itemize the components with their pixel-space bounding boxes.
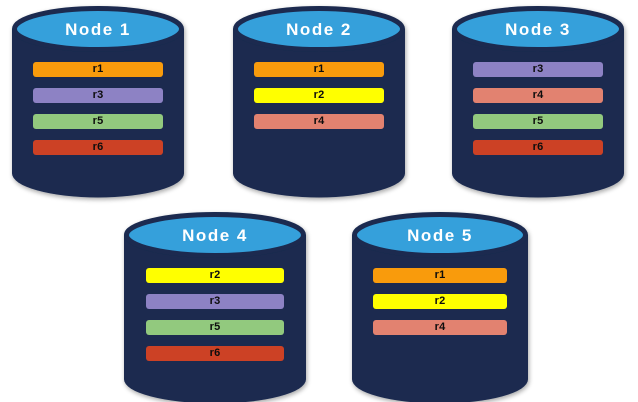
replica-label: r5 xyxy=(532,115,544,127)
replica-stack: r1 r2 r4 xyxy=(233,62,405,140)
replica-label: r6 xyxy=(209,347,221,359)
replica-label: r5 xyxy=(209,321,221,333)
replica-bar-r1[interactable]: r1 xyxy=(32,62,164,77)
replica-bar-r5[interactable]: r5 xyxy=(472,114,604,129)
replica-bar-r6[interactable]: r6 xyxy=(32,140,164,155)
replica-stack: r2 r3 r5 r6 xyxy=(124,268,306,372)
replica-bar-r2[interactable]: r2 xyxy=(253,88,385,103)
replica-bar-r4[interactable]: r4 xyxy=(373,320,507,335)
replica-label: r1 xyxy=(313,63,325,75)
replica-label: r6 xyxy=(92,141,104,153)
replica-stack: r1 r2 r4 xyxy=(352,268,528,346)
replica-label: r6 xyxy=(532,141,544,153)
replica-bar-r5[interactable]: r5 xyxy=(145,320,285,335)
replica-label: r3 xyxy=(92,89,104,101)
replica-label: r2 xyxy=(209,269,221,281)
replica-bar-r3[interactable]: r3 xyxy=(472,62,604,77)
replica-bar-r1[interactable]: r1 xyxy=(253,62,385,77)
replica-bar-r3[interactable]: r3 xyxy=(32,88,164,103)
replica-bar-r2[interactable]: r2 xyxy=(145,268,285,283)
replica-bar-r6[interactable]: r6 xyxy=(145,346,285,361)
replica-stack: r3 r4 r5 r6 xyxy=(452,62,624,166)
replica-label: r2 xyxy=(434,295,446,307)
replica-bar-r5[interactable]: r5 xyxy=(32,114,164,129)
replica-bar-r4[interactable]: r4 xyxy=(472,88,604,103)
replica-label: r4 xyxy=(313,115,325,127)
replica-label: r3 xyxy=(209,295,221,307)
replica-label: r5 xyxy=(92,115,104,127)
replica-stack: r1 r3 r5 r6 xyxy=(12,62,184,166)
replica-label: r4 xyxy=(434,321,446,333)
replica-bar-r3[interactable]: r3 xyxy=(145,294,285,309)
replica-bar-r4[interactable]: r4 xyxy=(253,114,385,129)
replica-bar-r1[interactable]: r1 xyxy=(373,268,507,283)
replica-bar-r2[interactable]: r2 xyxy=(373,294,507,309)
replica-label: r3 xyxy=(532,63,544,75)
replica-label: r4 xyxy=(532,89,544,101)
replica-label: r1 xyxy=(434,269,446,281)
replica-label: r2 xyxy=(313,89,325,101)
replica-label: r1 xyxy=(92,63,104,75)
replica-bar-r6[interactable]: r6 xyxy=(472,140,604,155)
